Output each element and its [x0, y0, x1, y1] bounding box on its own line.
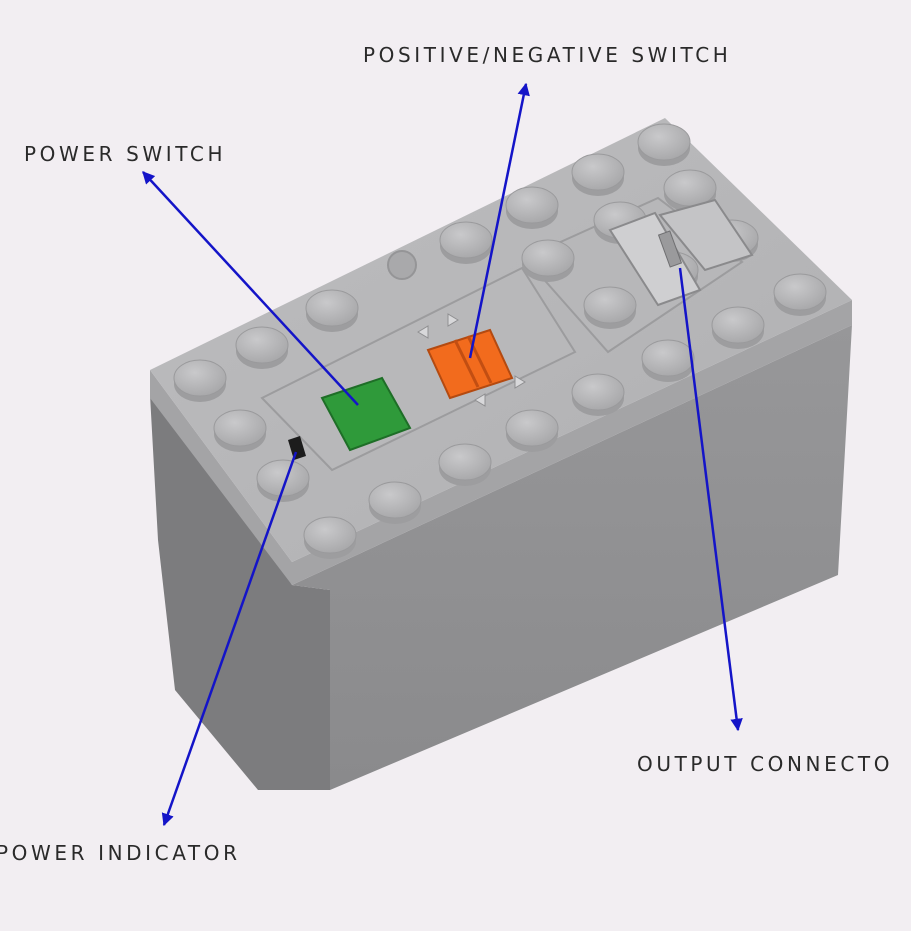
stud: [641, 339, 695, 377]
stud: [235, 326, 289, 364]
stud: [663, 169, 717, 207]
stud: [438, 443, 492, 481]
arrow-power-indicator: [161, 451, 298, 827]
arrow-output-connector: [678, 267, 743, 732]
arrow-power-switch: [142, 171, 359, 406]
stud: [773, 273, 827, 311]
stud: [583, 286, 637, 324]
stud: [711, 306, 765, 344]
stud: [368, 481, 422, 519]
brick-front-face: [292, 325, 852, 790]
label-output-connector: OUTPUT CONNECTO: [637, 752, 894, 776]
pointer-arrows: [142, 82, 743, 827]
output-connector-socket-icon[interactable]: [608, 198, 754, 307]
stud: [505, 409, 559, 447]
stud: [256, 459, 310, 497]
stud: [303, 516, 357, 554]
stud: [439, 221, 493, 259]
vent-icon: [387, 250, 417, 280]
stud: [213, 409, 267, 447]
stud: [521, 239, 575, 277]
stud: [173, 359, 227, 397]
label-power-switch: POWER SWITCH: [24, 142, 227, 166]
stud: [305, 289, 359, 327]
label-power-indicator: POWER INDICATOR: [0, 841, 241, 865]
stud: [571, 373, 625, 411]
power-indicator-slot-icon: [288, 436, 306, 460]
power-button-icon[interactable]: [320, 376, 412, 452]
stud: [571, 153, 625, 191]
polarity-switch-icon[interactable]: [426, 328, 514, 400]
stud: [505, 186, 559, 224]
stud: [637, 123, 691, 161]
battery-box: [150, 118, 852, 790]
arrow-positive-negative-switch: [468, 82, 530, 359]
brick-left-side: [150, 395, 330, 790]
direction-arrow-icons: [417, 313, 526, 407]
label-positive-negative-switch: POSITIVE/NEGATIVE SWITCH: [363, 43, 732, 67]
